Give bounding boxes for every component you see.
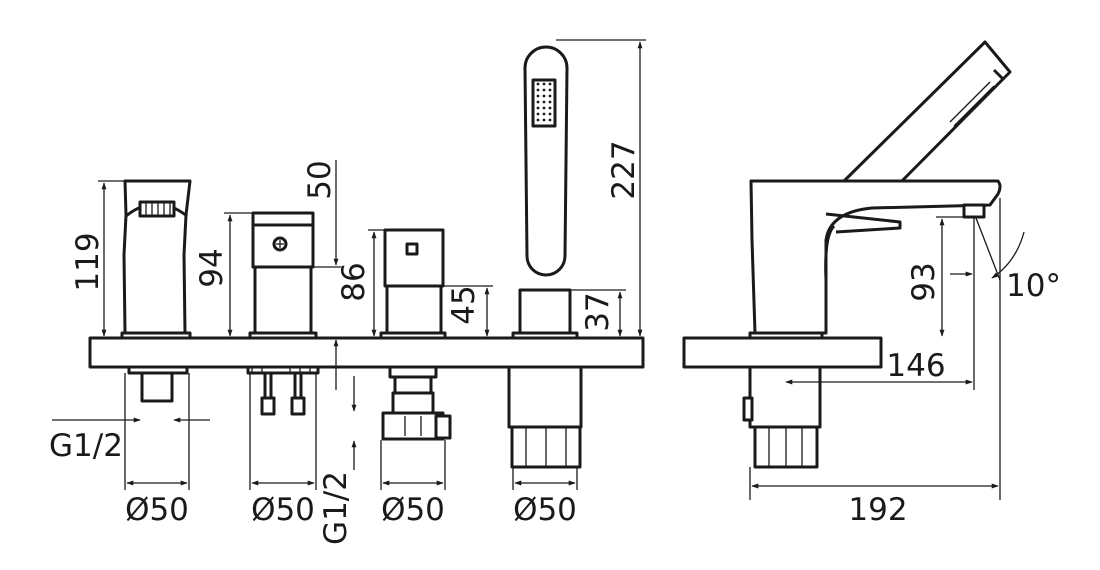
dim-g12-left: G1/2	[49, 428, 123, 464]
dim-diameter-3: Ø50	[381, 492, 445, 528]
dim-50: 50	[302, 160, 338, 199]
dim-86: 86	[336, 262, 372, 301]
dim-94: 94	[194, 248, 230, 287]
dim-g12-diverter: G1/2	[318, 471, 354, 545]
dim-10-degrees: 10°	[1006, 268, 1061, 304]
dim-37: 37	[580, 292, 616, 331]
dim-diameter-4: Ø50	[513, 492, 577, 528]
dim-93: 93	[906, 262, 942, 301]
dim-119: 119	[70, 232, 106, 291]
hand-shower-front	[507, 45, 583, 469]
deck-plate-front	[88, 336, 645, 369]
mixer-front	[246, 211, 320, 416]
diverter-front	[379, 228, 452, 441]
dim-diameter-2: Ø50	[251, 492, 315, 528]
dim-diameter-1: Ø50	[125, 492, 189, 528]
side-view	[742, 40, 1012, 469]
dim-192: 192	[848, 492, 907, 528]
spout-front	[120, 179, 192, 403]
deck-plate-side	[682, 336, 883, 369]
dim-146: 146	[886, 348, 945, 384]
dim-227: 227	[606, 140, 642, 199]
shower-nozzles	[536, 82, 552, 122]
dimension-lines	[52, 39, 1025, 500]
dim-45: 45	[446, 285, 482, 324]
